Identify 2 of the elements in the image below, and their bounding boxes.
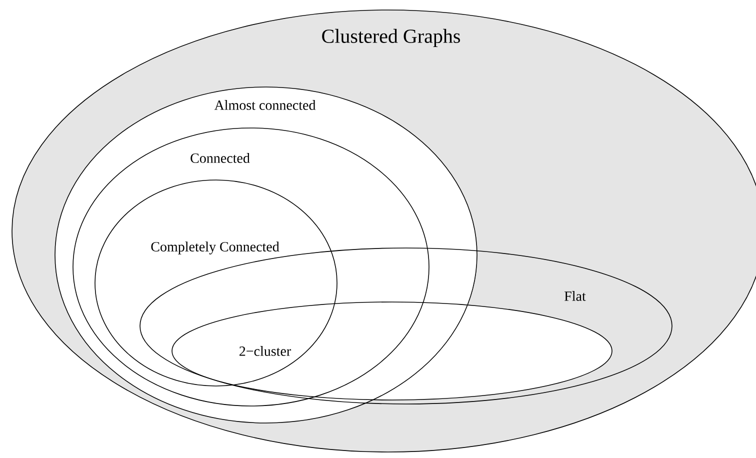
node-label: Flat: [564, 291, 586, 301]
node-label: 2−cluster: [240, 346, 292, 356]
